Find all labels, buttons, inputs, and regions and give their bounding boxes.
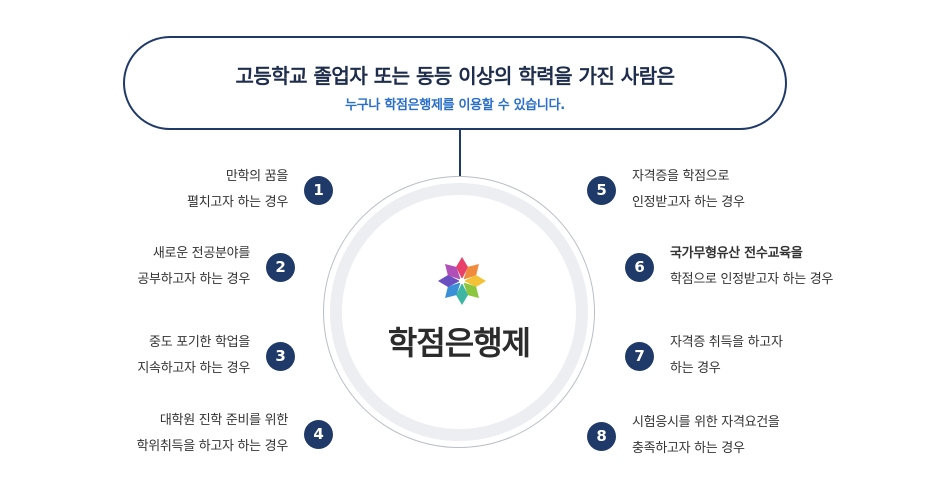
number-badge: 5 [587,176,616,205]
number-badge: 3 [266,342,295,371]
reason-item-3: 중도 포기한 학업을 지속하고자 하는 경우 3 [0,330,295,382]
center-title: 학점은행제 [387,324,531,362]
header-banner: 고등학교 졸업자 또는 동등 이상의 학력을 가진 사람은 누구나 학점은행제를… [123,36,787,130]
number-badge: 7 [625,342,654,371]
reason-line-2: 공부하고자 하는 경우 [137,272,250,287]
reason-line-2: 지속하고자 하는 경우 [137,361,250,376]
reason-item-1: 만학의 꿈을 펼치고자 하는 경우 1 [0,164,333,216]
flower-logo-icon [438,257,486,305]
number-badge: 6 [625,253,654,282]
reason-item-5: 5 자격증을 학점으로 인정받고자 하는 경우 [587,164,887,216]
reason-line-1: 국가무형유산 전수교육을 [670,246,803,261]
reason-item-8: 8 시험응시를 위한 자격요건을 충족하고자 하는 경우 [587,410,887,462]
reason-item-2: 새로운 전공분야를 공부하고자 하는 경우 2 [0,241,295,293]
number-badge: 1 [304,176,333,205]
reason-line-2: 학위취득을 하고자 하는 경우 [136,439,289,454]
reason-line-1: 시험응시를 위한 자격요건을 [632,415,780,430]
reason-line-1: 만학의 꿈을 [225,169,288,184]
reason-item-4: 대학원 진학 준비를 위한 학위취득을 하고자 하는 경우 4 [0,408,333,460]
reason-line-2: 충족하고자 하는 경우 [632,441,745,456]
reason-line-1: 대학원 진학 준비를 위한 [159,413,288,428]
reason-line-1: 중도 포기한 학업을 [149,335,250,350]
number-badge: 2 [266,253,295,282]
reason-line-2: 학점으로 인정받고자 하는 경우 [670,272,834,287]
connector-line [459,130,461,180]
reason-line-2: 인정받고자 하는 경우 [632,195,745,210]
reason-line-1: 자격증 취득을 하고자 [670,335,783,350]
reason-item-6: 6 국가무형유산 전수교육을 학점으로 인정받고자 하는 경우 [625,241,925,293]
reason-line-1: 자격증을 학점으로 [632,169,730,184]
reason-line-2: 펼치고자 하는 경우 [187,195,288,210]
reason-line-1: 새로운 전공분야를 [152,246,250,261]
center-circle-ring [330,183,588,441]
number-badge: 8 [587,422,616,451]
header-title: 고등학교 졸업자 또는 동등 이상의 학력을 가진 사람은 [235,64,675,88]
header-subtitle: 누구나 학점은행제를 이용할 수 있습니다. [345,98,565,113]
number-badge: 4 [304,420,333,449]
reason-line-2: 하는 경우 [670,361,721,376]
reason-item-7: 7 자격증 취득을 하고자 하는 경우 [625,330,925,382]
